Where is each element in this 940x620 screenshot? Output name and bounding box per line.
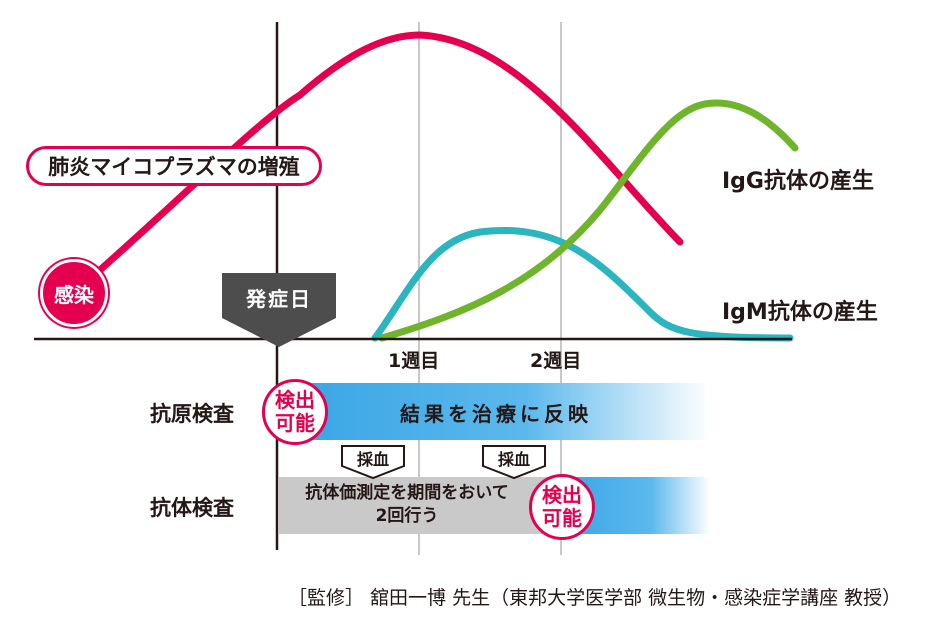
blood-draw-tag-2: 採血	[497, 450, 530, 469]
blood-draw-tag-2-shape	[482, 445, 546, 480]
onset-label: 発症日	[246, 286, 312, 311]
antibody-bar-text: 抗体価測定を期間をおいて 2回行う	[282, 482, 532, 528]
blood-draw-tag-1: 採血	[356, 450, 389, 469]
week2-label: 2週目	[530, 350, 582, 372]
antigen-detect-line1: 検出	[275, 388, 315, 412]
igm-curve-label: IgM抗体の産生	[722, 300, 878, 325]
supervisor-credit: ［監修］ 舘田一博 先生（東邦大学医学部 微生物・感染症学講座 教授）	[288, 587, 902, 609]
antigen-test-bar	[300, 383, 710, 440]
antibody-test-label: 抗体検査	[150, 496, 234, 520]
antibody-detectable-badge: 検出 可能	[529, 474, 595, 540]
antibody-bar-text-line2: 2回行う	[375, 506, 439, 526]
antibody-detect-line1: 検出	[542, 483, 582, 507]
igg-curve-label: IgG抗体の産生	[722, 169, 874, 194]
antibody-detect-line2: 可能	[542, 506, 582, 530]
infection-badge: 感染	[40, 259, 108, 327]
igm-curve	[371, 227, 794, 342]
pathogen-curve-label: 肺炎マイコプラズマの増殖	[26, 146, 322, 186]
blood-draw-tag-1-shape	[341, 445, 405, 480]
antigen-test-label: 抗原検査	[150, 402, 234, 426]
antigen-detectable-badge: 検出 可能	[262, 379, 328, 445]
antibody-test-gray-bar	[279, 477, 562, 534]
antibody-bar-text-line1: 抗体価測定を期間をおいて	[305, 483, 509, 503]
week1-label: 1週目	[388, 350, 440, 372]
onset-marker	[222, 273, 336, 347]
antigen-bar-text: 結果を治療に反映	[400, 402, 592, 426]
antigen-detect-line2: 可能	[275, 411, 315, 435]
igg-curve	[378, 99, 799, 342]
